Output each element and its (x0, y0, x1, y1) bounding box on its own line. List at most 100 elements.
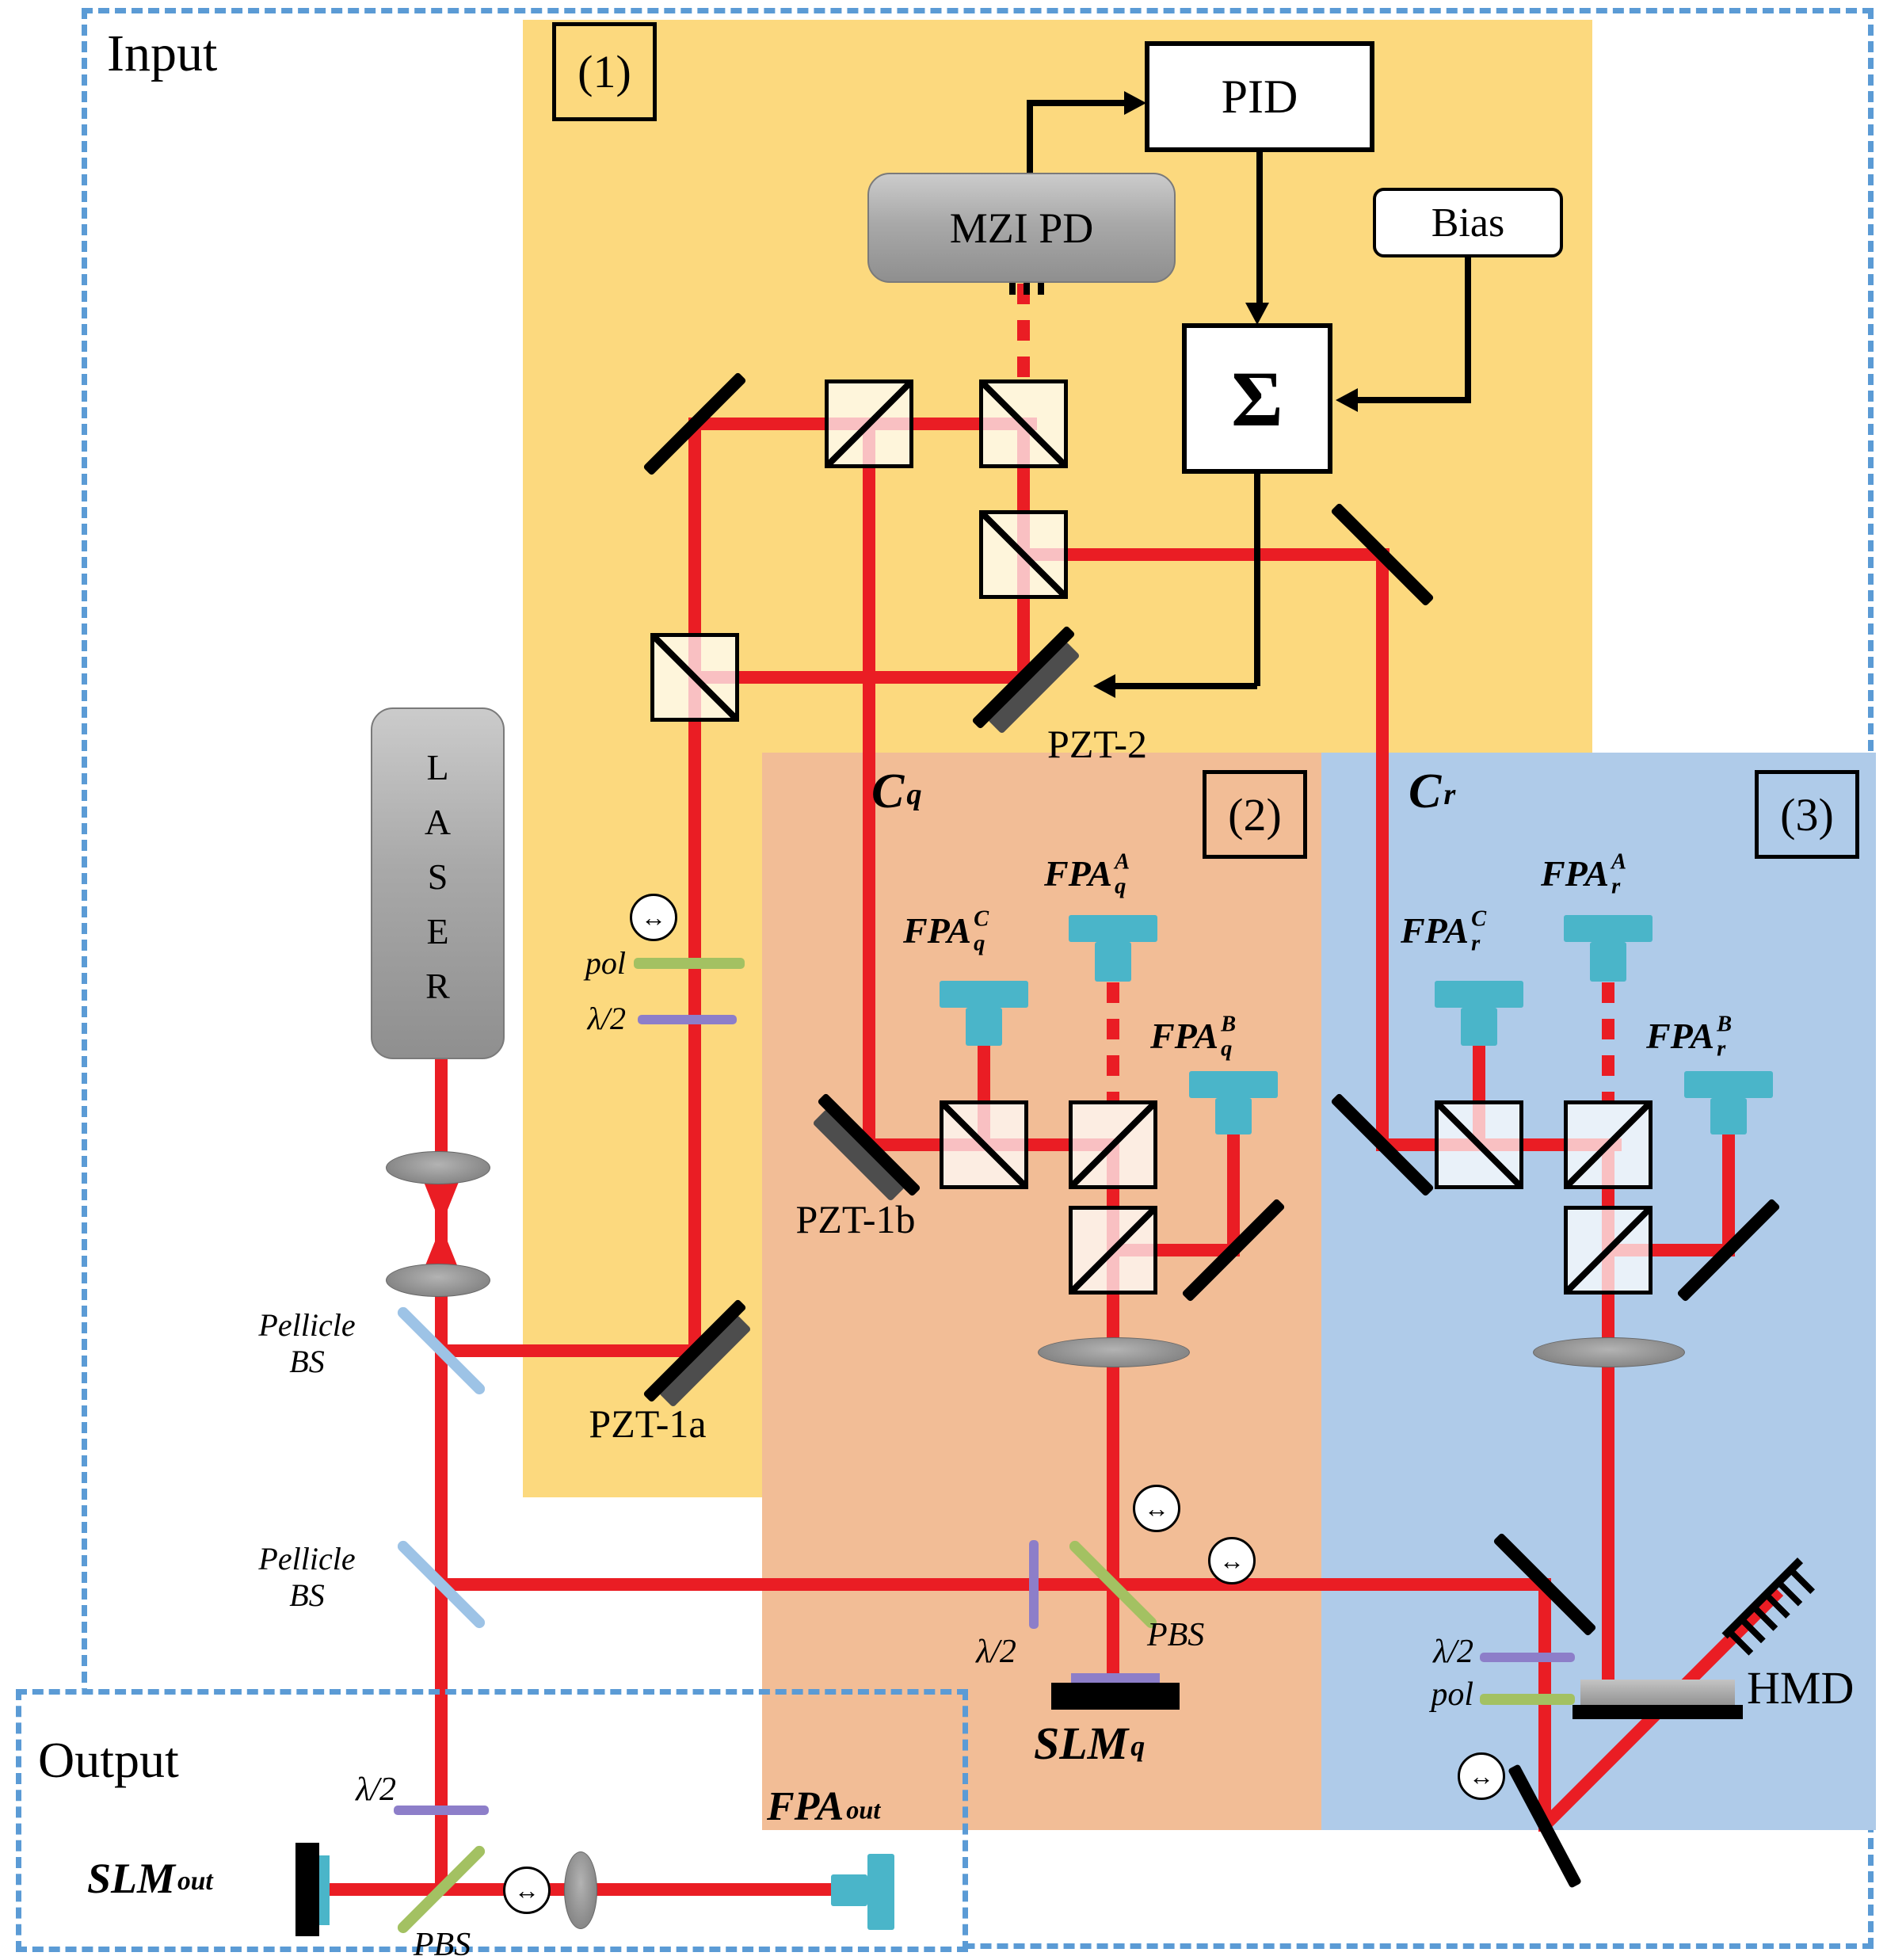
summation-box: Σ (1182, 323, 1332, 474)
pbs-output-label: PBS (413, 1926, 471, 1960)
polarization-indicator-region2b: ↔ (1208, 1537, 1256, 1584)
pzt2-label: PZT-2 (1047, 722, 1147, 767)
fpa-qb-detector-stub (1215, 1098, 1252, 1134)
hmd-base (1572, 1705, 1743, 1719)
wire-mzipd-to-pid (1027, 100, 1134, 106)
cq-sub: q (906, 778, 922, 812)
beamsplitter-cube-3c (1564, 1206, 1653, 1295)
fpa-qc-detector-stub (966, 1008, 1002, 1046)
fpa-qa-detector (1069, 915, 1157, 942)
wire-pid-to-sum (1256, 152, 1263, 307)
region2-fill (762, 753, 1321, 1830)
fpa-rc-sup: C (1471, 906, 1487, 932)
hmd-label: HMD (1747, 1662, 1855, 1714)
region2-number: (2) (1203, 770, 1307, 859)
slm-out-body (295, 1843, 319, 1936)
beamsplitter-cube-3 (979, 510, 1068, 599)
beamsplitter-cube-2b (1069, 1100, 1157, 1189)
region2-number-text: (2) (1228, 788, 1282, 841)
beam-region2-down-to-slmq (1107, 1250, 1119, 1678)
beam-dotted-to-fpa-ra (1602, 982, 1614, 1101)
fpa-out-detector (867, 1854, 894, 1930)
beamsplitter-cube-4 (650, 633, 739, 722)
halfwave-region3-label: λ/2 (1433, 1633, 1473, 1670)
pzt1a-label: PZT-1a (589, 1401, 707, 1447)
fpa-qc-base: FPA (903, 910, 972, 951)
halfwave-1-label: λ/2 (587, 1001, 626, 1036)
wire-mzipd-up (1027, 103, 1033, 176)
fpa-qb-sup: B (1221, 1012, 1237, 1037)
arrowhead-into-pid (1124, 91, 1146, 115)
slm-q-face (1071, 1673, 1160, 1684)
halfwave-plate-output (394, 1806, 489, 1815)
polarization-arrow: ↔ (1469, 1762, 1494, 1790)
laser-label: LASER (417, 746, 458, 1020)
beamsplitter-cube-2c (1069, 1206, 1157, 1295)
beamsplitter-cube-3b (1564, 1100, 1653, 1189)
region1-fill-column (523, 753, 762, 1497)
beam-yellow-column (688, 418, 701, 1357)
fpa-rb-base: FPA (1646, 1016, 1715, 1056)
beamsplitter-cube-3a (1435, 1100, 1523, 1189)
beamsplitter-cube-1 (825, 379, 913, 468)
beam-dotted-to-fpa-qa (1107, 982, 1119, 1101)
wire-sum-to-pzt2 (1114, 683, 1257, 689)
polarization-arrow: ↔ (641, 903, 666, 932)
beam-region3-mid-down (1538, 1584, 1551, 1832)
fpa-out-detector-stub (831, 1874, 867, 1906)
fpa-out-base: FPA (767, 1784, 844, 1829)
polarizer-region3-label: pol (1431, 1676, 1473, 1713)
beam-dotted-to-mzipd (1017, 284, 1030, 380)
fpa-rc-sub: r (1471, 930, 1481, 955)
fpa-rb-detector-stub (1710, 1098, 1747, 1134)
slm-out-sub: out (177, 1867, 213, 1897)
lens-telescope-2 (386, 1264, 490, 1297)
beam-pellicle1-to-pzt1a (435, 1344, 707, 1357)
fpa-ra-detector (1564, 915, 1653, 942)
mzi-pd-box: MZI PD (867, 173, 1176, 283)
fpa-out-sub: out (846, 1795, 881, 1825)
fpa-ra-sup: A (1611, 849, 1627, 875)
halfwave-region2-label: λ/2 (976, 1634, 1016, 1671)
lens-region2 (1038, 1337, 1190, 1367)
region1-number: (1) (552, 22, 657, 121)
polarization-arrow: ↔ (1144, 1494, 1169, 1523)
fpa-qb-sub: q (1221, 1035, 1233, 1061)
fpa-rc-detector-stub (1461, 1008, 1497, 1046)
polarization-indicator-region3: ↔ (1458, 1752, 1505, 1800)
fpa-qa-base: FPA (1044, 853, 1113, 894)
polarizer-region3 (1480, 1694, 1575, 1705)
beam-bs4-to-pzt2 (688, 671, 1037, 684)
polarization-indicator-1: ↔ (630, 894, 677, 941)
beam-pellicle2-right (435, 1578, 1551, 1591)
arrowhead-into-sum-top (1245, 303, 1269, 325)
cq-base: C (871, 765, 905, 818)
output-region-border (16, 1689, 968, 1952)
laser-box: LASER (371, 707, 505, 1059)
fpa-qa-detector-stub (1095, 942, 1131, 982)
region3-number-text: (3) (1780, 788, 1834, 841)
slm-q-body (1051, 1683, 1180, 1710)
bias-box: Bias (1373, 188, 1563, 257)
pzt1b-label: PZT-1b (795, 1197, 916, 1242)
cr-base: C (1409, 765, 1442, 818)
fpa-ra-sub: r (1611, 873, 1621, 898)
fpa-rb-detector (1684, 1071, 1773, 1098)
polarization-indicator-region2a: ↔ (1133, 1485, 1180, 1532)
halfwave-plate-region2 (1029, 1540, 1039, 1629)
polarization-arrow: ↔ (1219, 1546, 1245, 1575)
wire-bias-down (1465, 257, 1471, 400)
fpa-qc-sup: C (974, 906, 989, 932)
region3-number: (3) (1755, 770, 1859, 859)
lens-region3 (1533, 1337, 1685, 1367)
fpa-rc-base: FPA (1401, 910, 1470, 951)
fpa-qc-detector (940, 981, 1028, 1008)
